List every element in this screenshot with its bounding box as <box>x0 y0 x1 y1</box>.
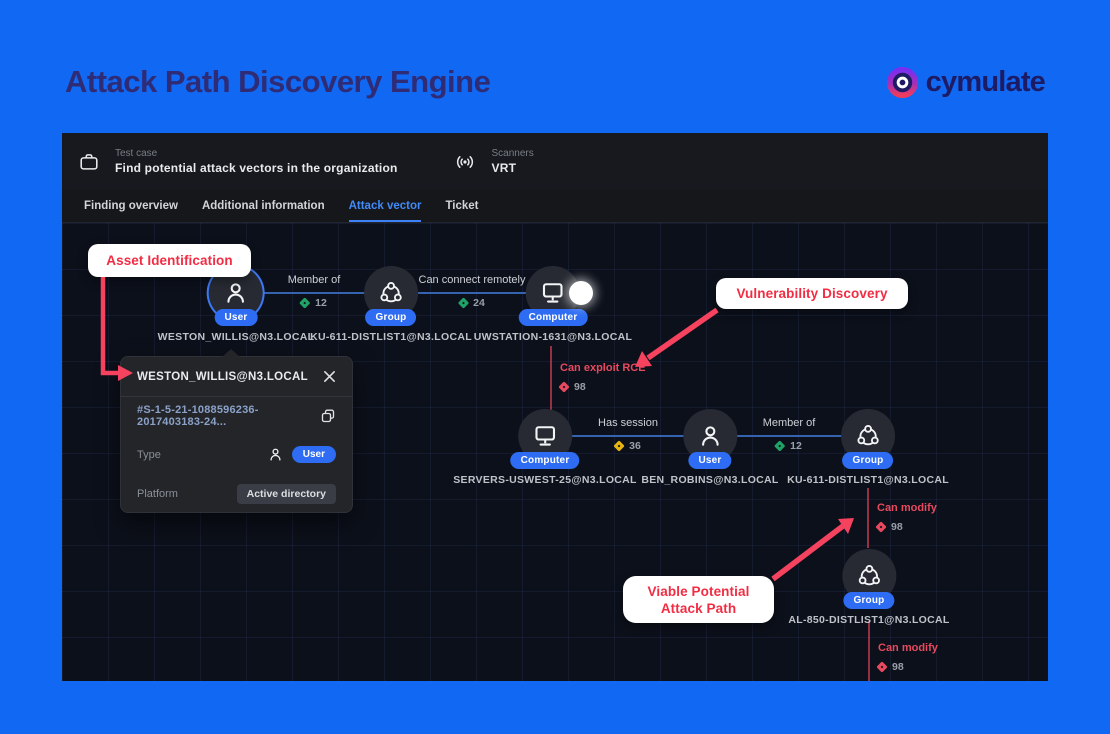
callout-vulnerability-discovery: Vulnerability Discovery <box>716 278 908 309</box>
app-bar: Test case Find potential attack vectors … <box>62 133 1048 190</box>
panel-platform-label: Platform <box>137 487 178 500</box>
node-type-badge: User <box>688 452 732 469</box>
attack-graph-canvas[interactable]: User WESTON_WILLIS@N3.LOCAL Group KU-611… <box>62 223 1048 681</box>
panel-type-badge: User <box>291 446 336 463</box>
group-icon <box>858 565 880 586</box>
scanners-field: Scanners VRT <box>492 148 534 175</box>
edge-member-of-1: Member of 12 <box>288 274 341 309</box>
node-label: AL-850-DISTLIST1@N3.LOCAL <box>788 614 950 626</box>
computer-icon <box>535 426 555 446</box>
node-ben-robins[interactable]: User BEN_ROBINS@N3.LOCAL <box>641 409 778 486</box>
severity-diamond-red <box>558 381 570 393</box>
briefcase-icon <box>80 153 98 170</box>
scanners-group: Scanners VRT <box>453 148 534 175</box>
panel-type-label: Type <box>137 448 161 461</box>
panel-title: WESTON_WILLIS@N3.LOCAL <box>137 370 308 383</box>
broadcast-icon <box>456 155 473 168</box>
user-icon <box>227 283 245 303</box>
node-label: SERVERS-USWEST-25@N3.LOCAL <box>453 474 637 486</box>
scanners-label: Scanners <box>491 148 534 159</box>
edge-can-connect-remotely: Can connect remotely 24 <box>419 274 526 309</box>
test-case-field: Test case Find potential attack vectors … <box>115 148 398 175</box>
node-servers-uswest-25[interactable]: Computer SERVERS-USWEST-25@N3.LOCAL <box>453 409 637 486</box>
node-label: WESTON_WILLIS@N3.LOCAL <box>157 331 315 343</box>
top-header: Attack Path Discovery Engine cymulate <box>65 56 1046 108</box>
edge-label: Can connect remotely <box>418 274 526 286</box>
asset-detail-panel: WESTON_WILLIS@N3.LOCAL #S-1-5-21-1088596… <box>120 349 353 513</box>
brand-text: cymulate <box>925 65 1046 98</box>
node-label: KU-611-DISTLIST1@N3.LOCAL <box>310 331 472 343</box>
edge-label: Has session <box>598 417 658 429</box>
asset-arrow <box>100 277 118 376</box>
callout-asset-identification: Asset Identification <box>88 244 251 277</box>
tab-attack-vector[interactable]: Attack vector <box>348 190 422 222</box>
group-icon <box>857 425 879 446</box>
node-ku611-distlist1-top[interactable]: Group KU-611-DISTLIST1@N3.LOCAL <box>310 266 472 343</box>
edge-can-modify-2: Can modify 98 <box>876 642 938 673</box>
node-label: UWSTATION-1631@N3.LOCAL <box>473 331 633 343</box>
scanners-value: VRT <box>491 161 517 175</box>
edge-score: 98 <box>574 381 586 393</box>
node-type-badge: Computer <box>510 452 580 469</box>
user-icon <box>270 448 281 461</box>
group-icon <box>380 282 402 303</box>
edge-member-of-2: Member of 12 <box>763 417 816 452</box>
panel-sid: #S-1-5-21-1088596236-2017403183-24... <box>137 404 259 428</box>
edge-label: Member of <box>287 274 341 286</box>
test-case-label: Test case <box>115 148 158 159</box>
tab-ticket[interactable]: Ticket <box>445 200 479 212</box>
cymulate-ring-icon <box>886 66 918 98</box>
close-icon[interactable] <box>323 370 336 383</box>
test-case-value: Find potential attack vectors in the org… <box>115 161 398 175</box>
tab-finding-overview[interactable]: Finding overview <box>84 200 178 212</box>
copy-icon[interactable] <box>320 408 336 424</box>
cursor-dot <box>569 281 593 305</box>
node-weston-willis[interactable]: User WESTON_WILLIS@N3.LOCAL <box>158 266 315 343</box>
tab-additional-information[interactable]: Additional information <box>201 200 325 212</box>
edge-score: 98 <box>892 661 904 673</box>
edge-label: Can modify <box>877 502 937 514</box>
node-type-badge: User <box>214 309 258 326</box>
callout-text: Asset Identification <box>106 253 233 268</box>
severity-diamond-red <box>876 661 888 673</box>
node-label: KU-611-DISTLIST1@N3.LOCAL <box>787 474 949 486</box>
node-label: BEN_ROBINS@N3.LOCAL <box>641 474 779 486</box>
edge-score: 36 <box>629 440 641 452</box>
edge-score: 98 <box>891 521 903 533</box>
node-uwstation-1631[interactable]: Computer UWSTATION-1631@N3.LOCAL <box>474 266 633 343</box>
node-type-badge: Computer <box>518 309 588 326</box>
page-title: Attack Path Discovery Engine <box>65 64 491 99</box>
edge-score: 24 <box>473 297 485 309</box>
edge-score: 12 <box>790 440 802 452</box>
callout-viable-attack-path: Viable Potential Attack Path <box>623 576 774 623</box>
callout-text: Viable Potential <box>647 583 750 599</box>
tab-bar: Finding overview Additional information … <box>62 190 1048 223</box>
severity-diamond-red <box>875 521 887 533</box>
callout-text: Attack Path <box>660 600 737 616</box>
vulnerability-arrow <box>646 307 719 361</box>
cymulate-logo: cymulate <box>886 65 1046 99</box>
panel-platform-chip: Active directory <box>236 483 336 504</box>
user-icon <box>701 426 719 446</box>
edge-score: 12 <box>315 297 327 309</box>
edge-can-exploit-rce: Can exploit RCE 98 <box>558 362 646 393</box>
edge-label: Can modify <box>878 642 938 654</box>
edge-label: Can exploit RCE <box>560 362 646 374</box>
edge-can-modify-1: Can modify 98 <box>875 502 937 533</box>
node-al850-distlist1[interactable]: Group AL-850-DISTLIST1@N3.LOCAL <box>788 549 949 626</box>
app-window: Test case Find potential attack vectors … <box>62 133 1048 681</box>
panel-caret <box>222 349 240 357</box>
computer-icon <box>543 283 563 303</box>
edge-label: Member of <box>762 417 816 429</box>
node-type-badge: Group <box>365 309 417 326</box>
node-type-badge: Group <box>842 452 894 469</box>
node-ku611-distlist1-mid[interactable]: Group KU-611-DISTLIST1@N3.LOCAL <box>787 409 949 486</box>
callout-text: Vulnerability Discovery <box>736 286 888 301</box>
node-type-badge: Group <box>843 592 895 609</box>
edge-has-session: Has session 36 <box>598 417 658 452</box>
